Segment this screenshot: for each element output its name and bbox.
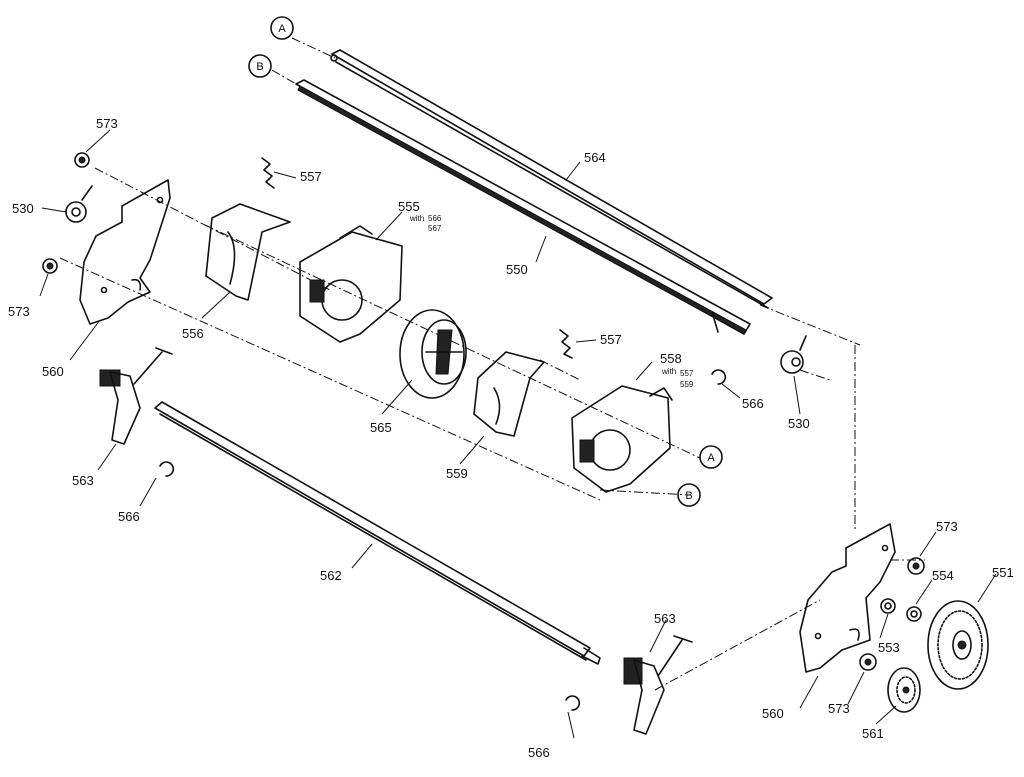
bushing-530-left bbox=[65, 185, 93, 223]
label-550: 550 bbox=[506, 262, 528, 277]
label-555-sub-b: 567 bbox=[428, 224, 442, 233]
lever-563-left bbox=[99, 347, 173, 445]
part-labels: 573 530 573 560 557 556 555 with 566 567… bbox=[8, 116, 1014, 760]
label-566-mid: 566 bbox=[742, 396, 764, 411]
label-557-top: 557 bbox=[300, 169, 322, 184]
label-555-with: with bbox=[409, 214, 424, 223]
label-555-sub-a: 566 bbox=[428, 214, 442, 223]
label-573-right-top: 573 bbox=[936, 519, 958, 534]
label-573-top: 573 bbox=[96, 116, 118, 131]
label-558-with: with bbox=[661, 367, 676, 376]
callout-b-right: B bbox=[677, 483, 701, 507]
label-563-right: 563 bbox=[654, 611, 676, 626]
shaft-564 bbox=[330, 49, 773, 309]
bushing-530-right bbox=[780, 335, 807, 374]
svg-text:A: A bbox=[707, 452, 715, 464]
side-frame-560-right bbox=[799, 523, 896, 673]
gear-551 bbox=[927, 600, 989, 690]
e-clip-566-bottom bbox=[565, 695, 581, 711]
label-551: 551 bbox=[992, 565, 1014, 580]
label-565: 565 bbox=[370, 420, 392, 435]
clutch-housing-558 bbox=[571, 385, 673, 493]
cam-plate-559 bbox=[473, 351, 545, 437]
washer-554 bbox=[906, 606, 922, 622]
clutch-housing-555 bbox=[299, 225, 403, 343]
e-clip-566-mid bbox=[711, 369, 727, 385]
label-573-left: 573 bbox=[8, 304, 30, 319]
label-554: 554 bbox=[932, 568, 954, 583]
label-558-sub-b: 559 bbox=[680, 380, 694, 389]
nut-573-top bbox=[74, 152, 90, 168]
label-566-bottom: 566 bbox=[528, 745, 550, 760]
spring-557-mid bbox=[559, 329, 573, 359]
lever-563-right bbox=[623, 635, 693, 735]
label-561: 561 bbox=[862, 726, 884, 741]
label-553: 553 bbox=[878, 640, 900, 655]
label-558: 558 bbox=[660, 351, 682, 366]
shaft-550 bbox=[295, 79, 751, 335]
assembly-center-lines bbox=[59, 37, 925, 691]
roller-565 bbox=[399, 309, 467, 399]
washer-553 bbox=[880, 598, 896, 614]
label-564: 564 bbox=[584, 150, 606, 165]
svg-text:A: A bbox=[278, 23, 286, 35]
cam-plate-556 bbox=[205, 203, 291, 301]
label-530-right: 530 bbox=[788, 416, 810, 431]
callout-a-top: A bbox=[270, 16, 294, 40]
nut-573-left bbox=[42, 258, 58, 274]
label-566-left: 566 bbox=[118, 509, 140, 524]
side-frame-560-left bbox=[79, 179, 171, 325]
nut-573-right-top bbox=[907, 557, 925, 575]
label-573-right-bottom: 573 bbox=[828, 701, 850, 716]
label-560-left: 560 bbox=[42, 364, 64, 379]
callout-a-right: A bbox=[699, 445, 723, 469]
leader-lines bbox=[39, 129, 997, 739]
callout-b-top: B bbox=[248, 54, 272, 78]
label-563-left: 563 bbox=[72, 473, 94, 488]
label-562: 562 bbox=[320, 568, 342, 583]
label-559: 559 bbox=[446, 466, 468, 481]
shaft-562 bbox=[154, 401, 601, 665]
spring-557-top bbox=[261, 157, 275, 189]
e-clip-566-left bbox=[159, 461, 175, 477]
label-560-right: 560 bbox=[762, 706, 784, 721]
svg-text:B: B bbox=[685, 490, 692, 502]
label-558-sub-a: 557 bbox=[680, 369, 694, 378]
svg-text:B: B bbox=[256, 61, 263, 73]
gear-561 bbox=[887, 667, 921, 713]
label-555: 555 bbox=[398, 199, 420, 214]
label-556: 556 bbox=[182, 326, 204, 341]
label-530-left: 530 bbox=[12, 201, 34, 216]
nut-573-right-bottom bbox=[859, 653, 877, 671]
label-557-mid: 557 bbox=[600, 332, 622, 347]
